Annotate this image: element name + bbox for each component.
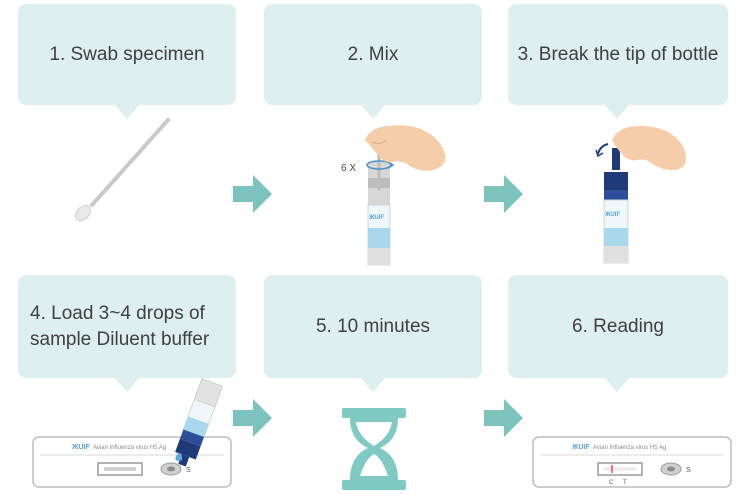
step-6-callout-tail: [604, 377, 630, 392]
step-1-callout-tail: [114, 104, 140, 119]
brand-logo: ЖUIF: [571, 444, 590, 451]
step-3-label: 3. Break the tip of bottle: [517, 43, 719, 65]
step-2-callout: 2. Mix: [264, 4, 482, 105]
step-4-callout: 4. Load 3~4 drops of sample Diluent buff…: [18, 275, 236, 378]
arrow-right-icon: [484, 175, 523, 213]
step-1-callout: 1. Swab specimen: [18, 4, 236, 105]
brand-logo: ЖUIF: [604, 212, 620, 218]
step-6-label: 6. Reading: [572, 315, 664, 337]
arrow-right-icon: [233, 399, 272, 437]
hand-icon: [365, 125, 446, 171]
cassette-title: Avian Influenza virus H5 Ag: [593, 445, 666, 451]
test-mark: T: [623, 480, 627, 486]
step-5-callout-tail: [360, 377, 386, 392]
hourglass-icon: [342, 408, 406, 490]
sample-mark: S: [686, 467, 691, 474]
step-5-callout: 5. 10 minutes: [264, 275, 482, 378]
step-2-label: 2. Mix: [347, 43, 399, 65]
step-3-callout-tail: [604, 104, 630, 119]
step-1-label: 1. Swab specimen: [49, 43, 205, 65]
cassette-title: Avian Influenza virus H5 Ag: [93, 445, 166, 451]
arrow-right-icon: [233, 175, 272, 213]
arrow-right-icon: [484, 399, 523, 437]
step-4-callout-tail: [114, 377, 140, 392]
brand-logo: ЖUIF: [71, 444, 90, 451]
mix-count-label: 6 X: [341, 163, 356, 174]
control-mark: C: [609, 480, 614, 486]
step-5-label: 5. 10 minutes: [315, 315, 431, 337]
hand-icon: [612, 126, 686, 170]
step-3-callout: 3. Break the tip of bottle: [508, 4, 728, 105]
sample-mark: S: [186, 467, 191, 474]
step-4-label: 4. Load 3~4 drops of sample Diluent buff…: [30, 302, 210, 350]
dropper-bottle-icon: [595, 135, 629, 264]
step-6-callout: 6. Reading: [508, 275, 728, 378]
test-cassette-icon: [532, 436, 732, 488]
swab-icon: [75, 118, 170, 222]
brand-logo: ЖUIF: [368, 215, 384, 221]
drop-icon: [175, 453, 183, 461]
dropper-bottle-icon: [175, 378, 224, 467]
step-2-callout-tail: [360, 104, 386, 119]
